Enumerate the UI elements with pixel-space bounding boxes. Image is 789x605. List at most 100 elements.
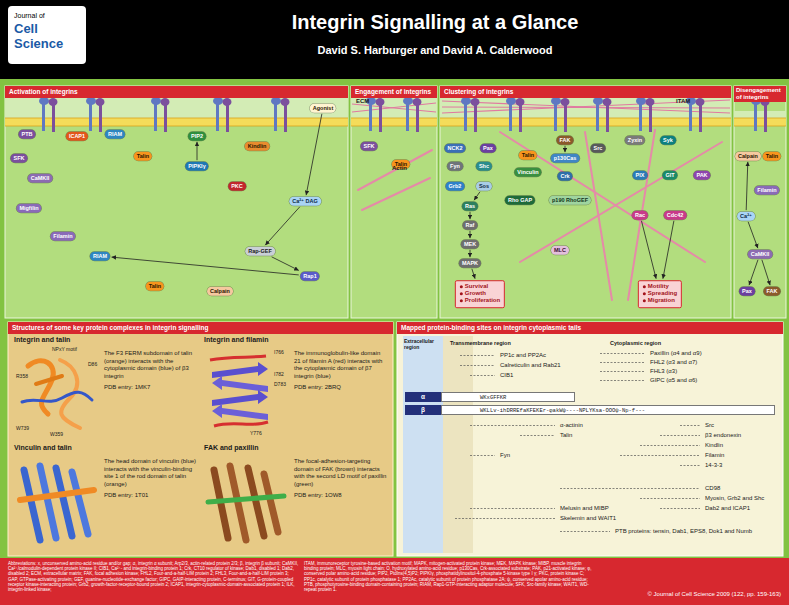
integrins [593,97,612,132]
binding-protein: PP1c and PP2Ac [500,352,546,359]
binding-site-lines [640,498,700,499]
filamin-ribbon [212,404,268,420]
protein-oval: Vinculin [514,168,541,177]
talin-ribbon [22,392,92,402]
signal-arrow [265,207,300,245]
column-heading: Transmembrane region [450,340,540,346]
residue-label: I766 [274,350,284,356]
protein-oval: Calpain [207,287,233,296]
protein-oval: MAPK [459,259,481,268]
structure-caption: The focal-adhesion-targeting domain of F… [294,458,387,488]
binding-site-lines [600,362,645,363]
protein-name: CaMKII [751,251,770,257]
integrins [271,97,290,132]
panel-heading: Engagement of integrins [351,86,437,98]
actin-filaments [628,130,655,300]
actin-filaments [358,150,432,190]
protein-oval: MLC [551,246,569,255]
protein-name: RIAM [108,131,122,137]
structure-caption: The F3 FERM subdomain of talin (orange) … [104,350,197,380]
protein-name: Fyn [450,163,460,169]
binding-site-lines [455,354,700,532]
actin-filaments [520,142,722,262]
signal-arrow [272,257,299,271]
actin-filaments [362,178,430,210]
subunit-name: β [405,405,441,415]
outcome-box: SurvivalGrowthProliferation [455,280,505,308]
protein-name: Raf [466,222,475,228]
binding-site-lines [460,365,495,366]
protein-name: Pax [742,288,752,294]
binding-site-lines [470,375,495,376]
residue-label: NPxY motif [52,347,77,353]
vinculin-talin-helices [20,466,94,540]
signal-arrow [565,146,566,152]
binding-protein: Filamin [705,452,724,459]
panel-ground [5,86,348,318]
actin-filaments [585,132,612,300]
signal-arrow [472,269,475,279]
outcome-item: Migration [642,298,677,305]
protein-name: Calpain [210,288,230,294]
binding-protein: FHL3 (α3) [650,368,677,375]
protein-oval: Migfilin [16,204,41,213]
fak-paxillin-helices [214,470,228,538]
panel-heading: Mapped protein-binding sites on integrin… [397,322,783,334]
protein-name: Talin [522,152,534,158]
panel-heading: Disengagement of integrins [734,86,786,102]
signal-arrow [470,250,471,257]
protein-oval: Ca²⁺ [737,212,755,221]
protein-name: Syk [663,137,673,143]
ecm-fibres [352,103,436,112]
protein-oval: SFK [361,142,378,151]
protein-oval: Rho GAP [505,196,535,205]
vinculin-talin-helices [72,472,88,534]
protein-name: p130Cas [554,155,577,161]
signal-arrow [641,221,656,279]
protein-name: Talin [149,283,161,289]
extracellular-space [734,111,786,118]
filamin-ribbon [214,422,268,426]
protein-oval: PIX [633,171,648,180]
journal-name: Cell Science [14,22,84,52]
protein-name: FAK [560,137,571,143]
subunit-name: α [405,392,441,402]
residue-label: W359 [50,432,63,438]
binding-site-lines [520,435,555,436]
extracellular-column [403,336,443,553]
protein-name: p190 RhoGEF [552,197,588,203]
vinculin-talin-helices [40,466,56,538]
protein-oval: p130Cas [551,154,580,163]
journal-logo [8,6,86,64]
structure-figure: Vinculin and talinThe head domain of vin… [14,444,197,550]
protein-oval: Rap1 [300,272,319,281]
binding-site-lines [600,353,645,354]
signal-arrow [112,257,299,275]
structure-title: Integrin and filamin [204,336,387,344]
extracellular-space [351,97,437,118]
protein-name: PKC [231,183,243,189]
filament-label: Actin [392,165,407,172]
protein-oval: Crk [557,172,572,181]
signal-arrow [470,212,471,219]
protein-name: Rap-GEF [248,248,272,254]
binding-protein: FHL2 (α3 and α7) [650,359,697,366]
fak-paxillin-helices [230,466,246,540]
transmembrane-column [443,336,473,553]
fak-paxillin-helices [264,474,278,532]
outcome-item: Survival [459,283,500,290]
region-label: ECM [356,98,369,105]
protein-name: Filamin [757,187,776,193]
integrins [636,97,655,132]
protein-name: Rac [635,212,645,218]
protein-oval: Cdc42 [664,211,687,220]
protein-name: PAK [696,172,707,178]
protein-name: RIAM [93,253,107,259]
protein-name: MEK [464,241,476,247]
binding-protein: Kindlin [705,442,723,449]
protein-name: Agonist [313,105,333,111]
column-heading: Extracellular region [404,339,444,351]
protein-oval: NCK2 [445,144,466,153]
mapped-ground [397,322,783,556]
